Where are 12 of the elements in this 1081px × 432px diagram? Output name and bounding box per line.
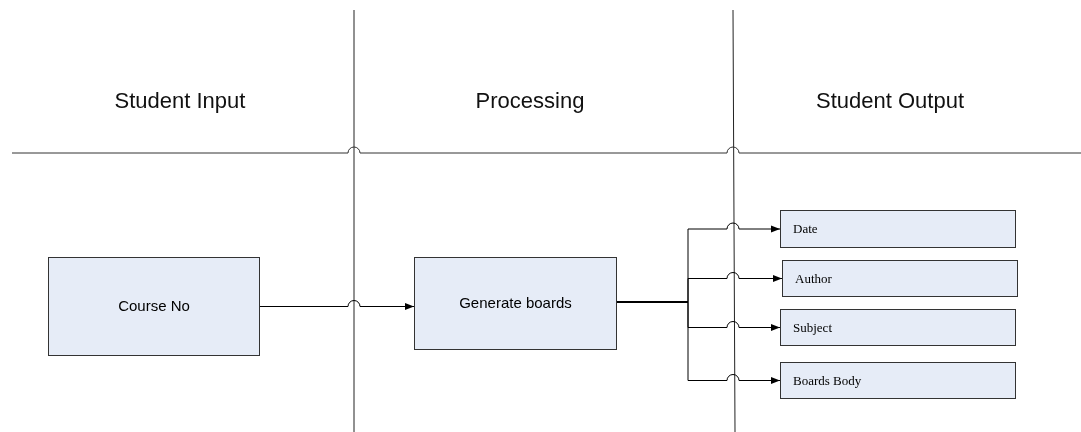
process-box: Course No (48, 257, 260, 356)
arrow (259, 300, 415, 311)
process-box: Generate boards (414, 257, 617, 350)
process-box: Author (782, 260, 1018, 297)
process-box: Subject (780, 309, 1016, 346)
arrow (616, 302, 781, 332)
lane-heading: Student Output (815, 87, 965, 115)
process-box: Date (780, 210, 1016, 248)
process-box: Boards Body (780, 362, 1016, 399)
arrow (616, 301, 781, 385)
lane-heading: Processing (474, 87, 586, 115)
lane-heading: Student Input (113, 87, 247, 115)
